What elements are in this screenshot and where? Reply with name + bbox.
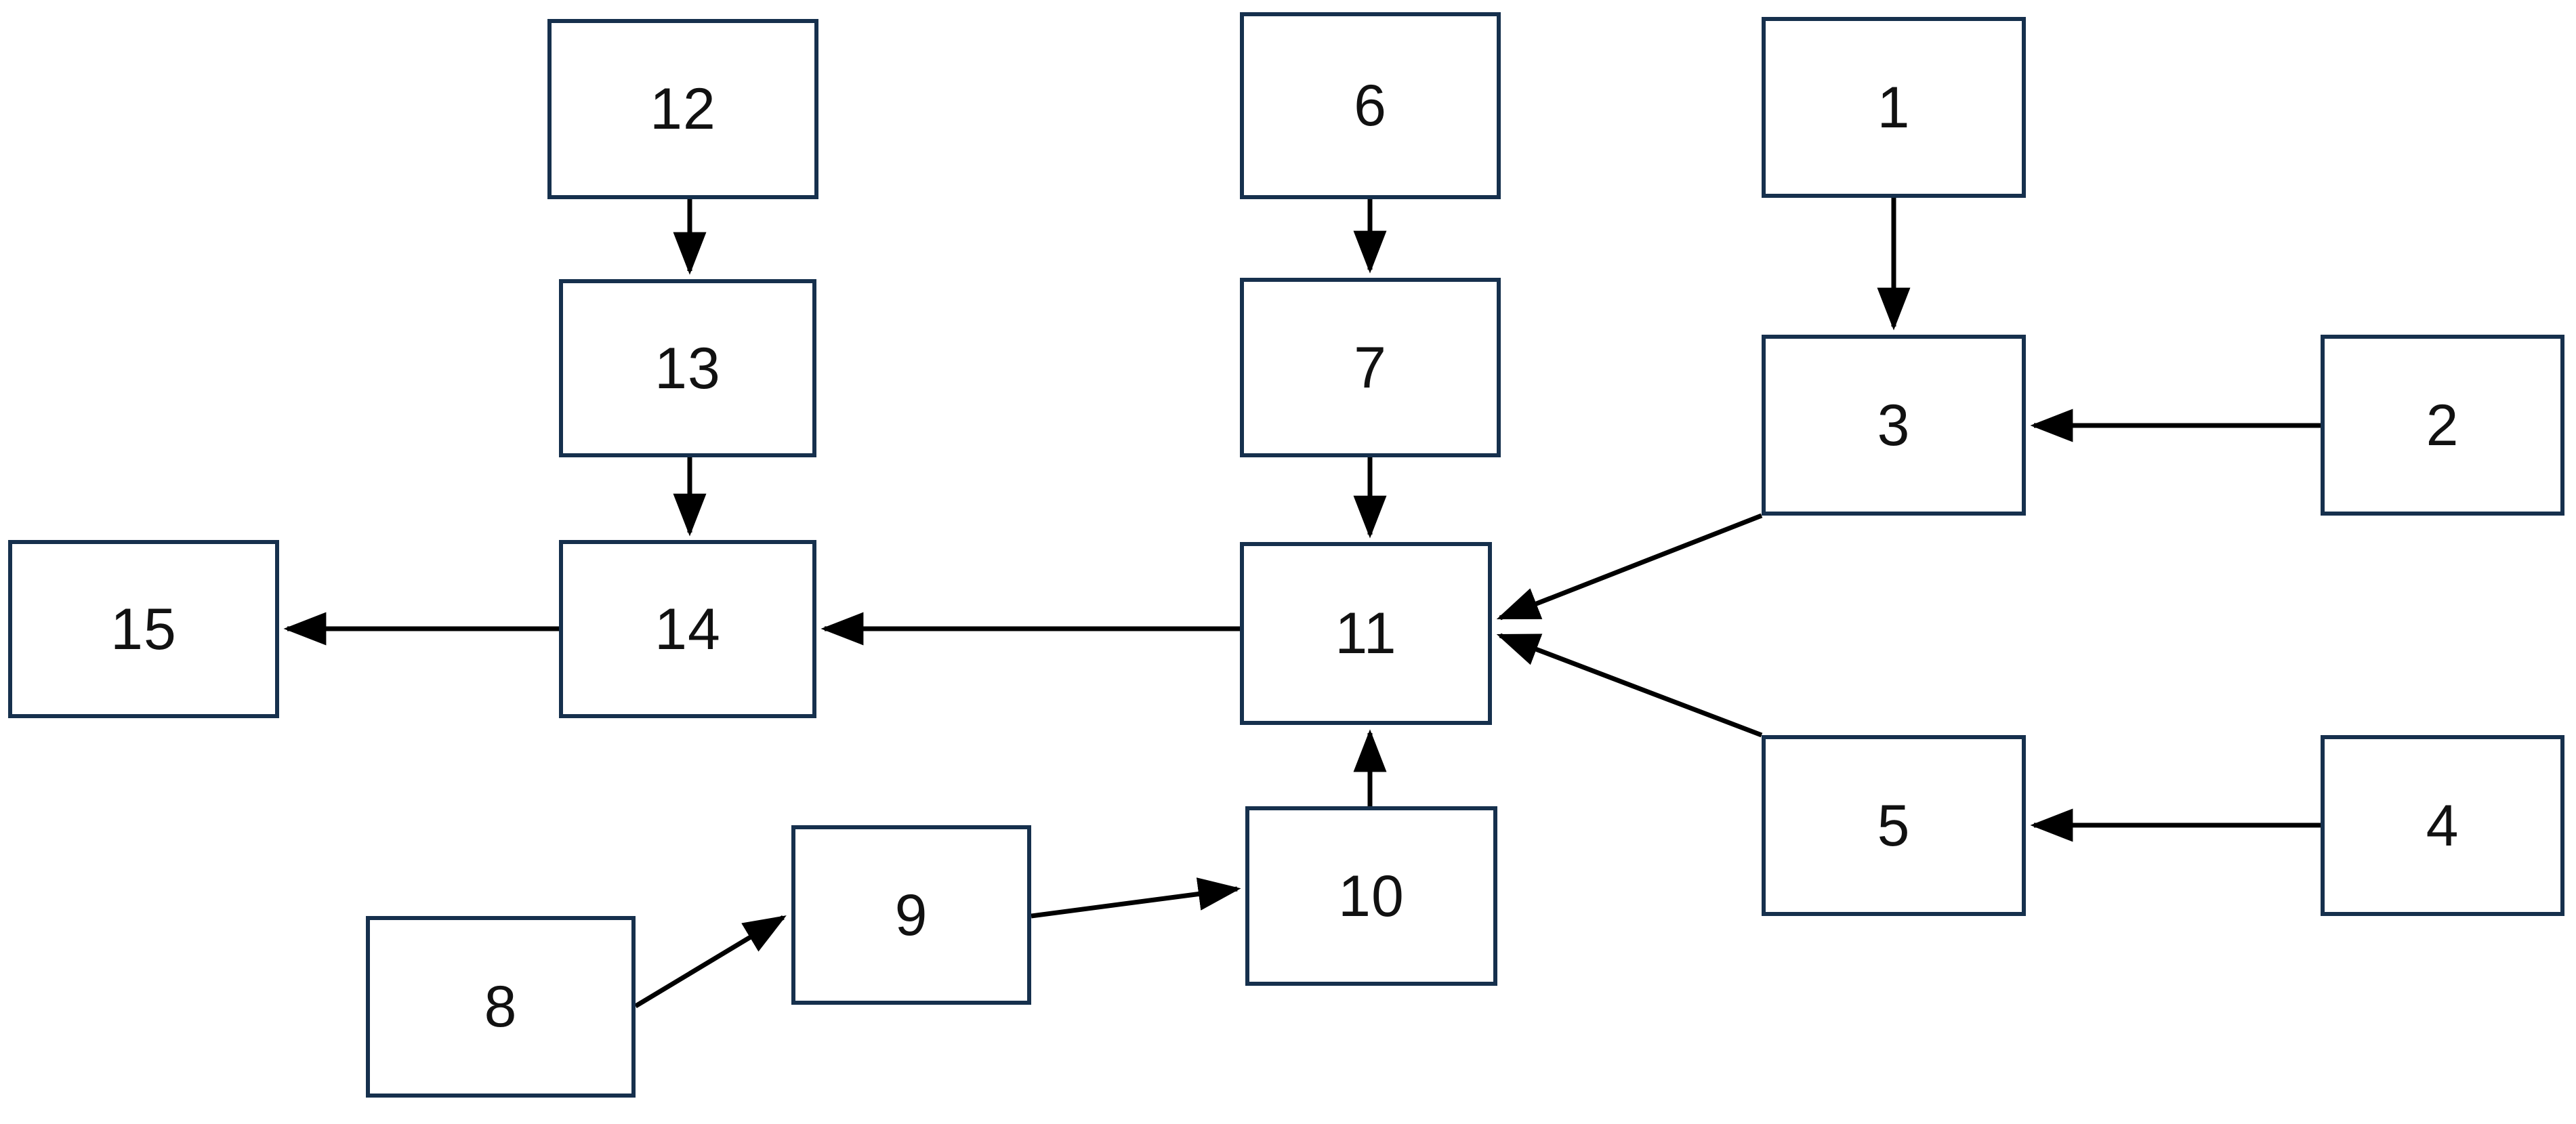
- edge-3-to-11: [1496, 513, 1763, 621]
- node-label-5: 5: [1877, 793, 1911, 858]
- node-box-2[interactable]: 2: [2321, 335, 2564, 516]
- edge-9-to-10: [1031, 877, 1241, 919]
- node-box-10[interactable]: 10: [1245, 806, 1497, 986]
- node-box-6[interactable]: 6: [1240, 12, 1501, 199]
- node-box-4[interactable]: 4: [2321, 735, 2564, 916]
- node-box-3[interactable]: 3: [1762, 335, 2026, 516]
- node-box-11[interactable]: 11: [1240, 542, 1492, 725]
- node-label-6: 6: [1354, 73, 1387, 138]
- node-label-15: 15: [110, 596, 177, 662]
- node-box-7[interactable]: 7: [1240, 278, 1501, 457]
- node-label-14: 14: [655, 596, 721, 662]
- node-box-13[interactable]: 13: [559, 279, 816, 457]
- node-label-2: 2: [2426, 392, 2459, 458]
- node-box-14[interactable]: 14: [559, 540, 816, 718]
- node-label-4: 4: [2426, 793, 2459, 858]
- node-label-7: 7: [1354, 335, 1387, 400]
- node-box-9[interactable]: 9: [791, 825, 1031, 1005]
- node-label-13: 13: [655, 335, 721, 401]
- edge-5-to-11: [1496, 633, 1763, 738]
- node-box-5[interactable]: 5: [1762, 735, 2026, 916]
- node-box-12[interactable]: 12: [547, 19, 818, 199]
- node-label-10: 10: [1338, 863, 1405, 929]
- node-box-8[interactable]: 8: [366, 916, 636, 1098]
- edge-8-to-9: [634, 915, 787, 1009]
- node-label-3: 3: [1877, 392, 1911, 458]
- node-label-11: 11: [1335, 601, 1397, 666]
- node-box-1[interactable]: 1: [1762, 17, 2026, 198]
- node-label-9: 9: [894, 882, 928, 948]
- node-label-12: 12: [650, 77, 716, 142]
- node-box-15[interactable]: 15: [8, 540, 279, 718]
- node-label-1: 1: [1877, 75, 1911, 140]
- node-label-8: 8: [484, 974, 518, 1039]
